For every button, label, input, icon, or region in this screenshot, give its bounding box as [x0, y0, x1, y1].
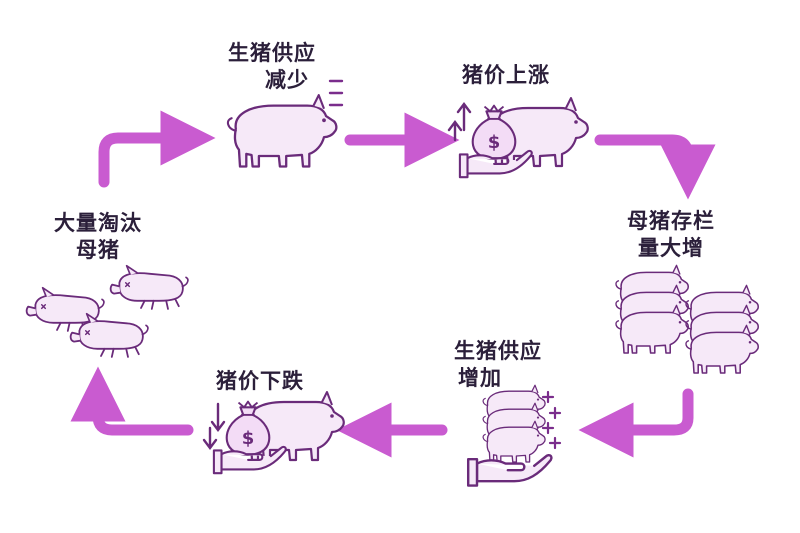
arrow-price-fall-to-cull — [70, 366, 194, 436]
single-pig-icon — [226, 93, 338, 168]
label-supply-increase-line2: 增加 — [458, 366, 502, 390]
label-supply-decrease-line1: 生猪供应 — [228, 41, 316, 65]
label-sow-cull-line1: 大量淘汰 — [54, 211, 142, 235]
label-sow-cull: 大量淘汰 母猪 — [54, 210, 142, 264]
pig-herd-icon — [615, 264, 759, 374]
label-supply-decrease: 生猪供应 减少 — [228, 40, 316, 94]
label-supply-increase-line1: 生猪供应 — [454, 339, 542, 363]
arrow-sow-stock-to-supply-increase — [578, 388, 694, 458]
money-symbol-rise: $ — [488, 132, 501, 153]
minus-signs-icon — [328, 79, 344, 107]
cycle-arrows — [70, 110, 716, 458]
label-sow-stock-line2: 量大增 — [638, 236, 704, 260]
stacked-pigs-on-hand-icon — [466, 384, 553, 487]
label-sow-stock-line1: 母猪存栏 — [627, 209, 715, 233]
pig-with-money-fall-icon — [212, 390, 345, 475]
dead-pigs-icon — [25, 264, 189, 358]
label-sow-stock: 母猪存栏 量大增 — [627, 208, 715, 262]
arrow-price-rise-to-sow-stock — [594, 134, 716, 200]
label-supply-increase: 生猪供应 增加 — [454, 338, 542, 392]
arrow-cull-to-supply-decrease — [98, 110, 216, 188]
money-symbol-fall: $ — [242, 428, 255, 449]
label-sow-cull-line2: 母猪 — [76, 238, 120, 262]
up-arrows-icon — [447, 102, 472, 142]
label-supply-decrease-line2: 减少 — [265, 68, 309, 92]
down-arrows-icon — [202, 402, 226, 450]
label-price-rise: 猪价上涨 — [462, 63, 550, 87]
pig-with-money-rise-icon — [458, 96, 589, 179]
label-price-fall: 猪价下跌 — [216, 369, 304, 393]
plus-signs-icon — [541, 390, 562, 450]
